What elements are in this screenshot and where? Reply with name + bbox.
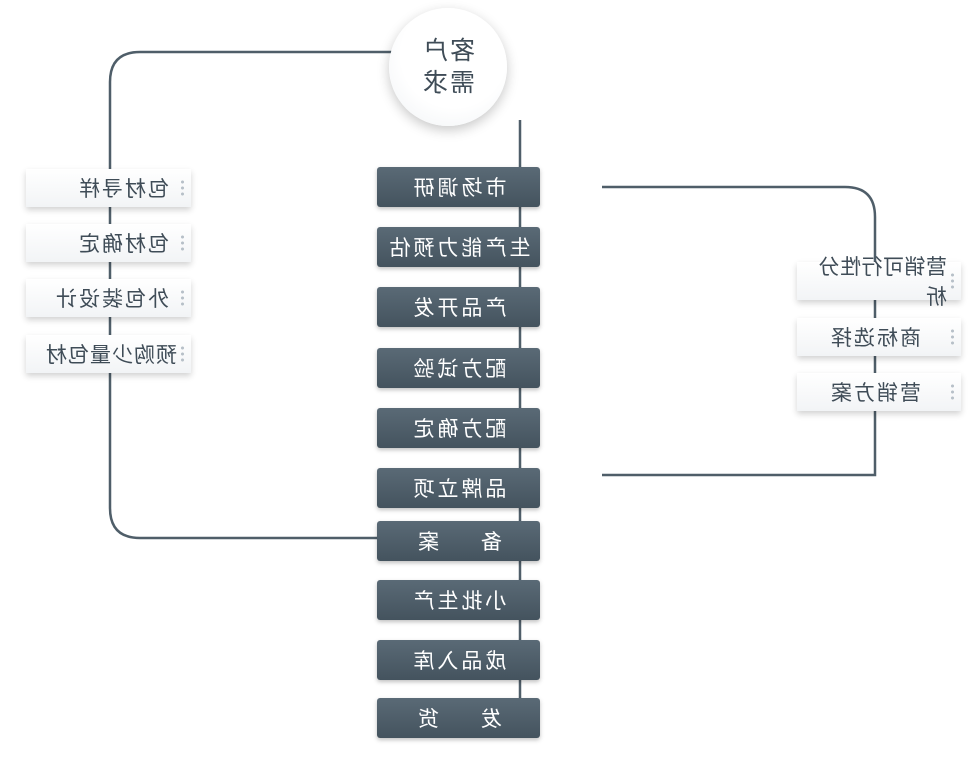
root-label-line1: 客户 — [421, 36, 476, 65]
root-label-line2: 需求 — [421, 68, 476, 97]
marketing-item: 营销方案 — [797, 373, 961, 411]
drag-dots-icon — [181, 289, 184, 307]
step-node: 小批生产 — [377, 580, 540, 620]
packaging-item: 预购少量包材 — [26, 335, 191, 373]
marketing-item: 营销可行性分析 — [797, 255, 961, 309]
drag-dots-icon — [951, 272, 954, 290]
packaging-item: 包材确定 — [26, 224, 191, 262]
step-node: 市场调研 — [377, 167, 540, 207]
step-node: 生产能力预估 — [377, 227, 540, 267]
drag-dots-icon — [181, 179, 184, 197]
step-node: 配方确定 — [377, 408, 540, 448]
packaging-item: 外包装设计 — [26, 279, 191, 317]
step-node: 备 案 — [377, 521, 540, 561]
drag-dots-icon — [951, 328, 954, 346]
right-loop-line — [602, 185, 877, 477]
step-node: 产品开发 — [377, 287, 540, 327]
drag-dots-icon — [951, 383, 954, 401]
packaging-item: 包材寻样 — [26, 169, 191, 207]
step-node: 发 货 — [377, 698, 540, 738]
marketing-item: 商标选择 — [797, 318, 961, 356]
step-node: 配方试验 — [377, 348, 540, 388]
drag-dots-icon — [181, 345, 184, 363]
root-node-customer-demand: 客户 需求 — [389, 8, 507, 126]
step-node: 品牌立项 — [377, 468, 540, 508]
drag-dots-icon — [181, 234, 184, 252]
step-node: 成品入库 — [377, 640, 540, 680]
